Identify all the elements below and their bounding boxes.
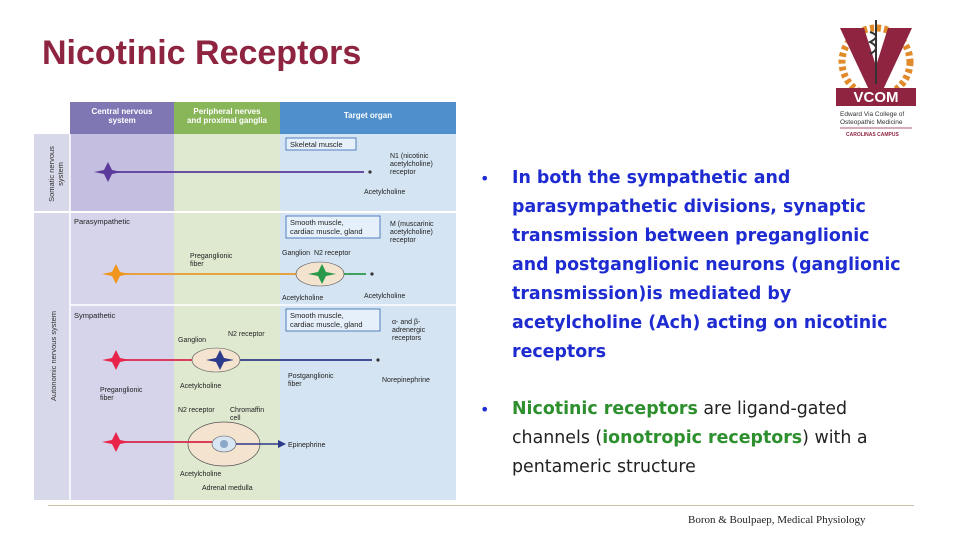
symp-transmitter2: Norepinephrine (382, 377, 430, 384)
adrenal-receptor: N2 receptor (178, 407, 215, 414)
parasympathetic-label: Parasympathetic (74, 217, 130, 226)
logo-line2: Osteopathic Medicine (840, 119, 903, 126)
somatic-transmitter: Acetylcholine (364, 189, 405, 196)
bullet-2-highlight-1: Nicotinic receptors (512, 399, 698, 419)
adrenal-output: Epinephrine (288, 442, 325, 449)
symp-transmitter1: Acetylcholine (180, 383, 221, 390)
symp-target: Smooth muscle,cardiac muscle, gland (290, 311, 363, 329)
adrenal-organ: Adrenal medulla (202, 485, 253, 492)
row-header-autonomic: Autonomic nervous system (49, 311, 58, 401)
adrenal-transmitter: Acetylcholine (180, 471, 221, 478)
somatic-target: Skeletal muscle (290, 140, 343, 149)
bullet-2: • Nicotinic receptors are ligand-gated c… (480, 395, 910, 482)
sympathetic-label: Sympathetic (74, 311, 116, 320)
bullet-dot-icon: • (480, 400, 490, 419)
bullet-1-text: In both the sympathetic and parasympathe… (512, 168, 901, 362)
bullet-2-text-1: are ligand-gated channels ( (512, 399, 848, 448)
para-ganglion-receptor: N2 receptor (314, 250, 351, 257)
logo-abbrev: VCOM (854, 89, 899, 106)
slide-title: Nicotinic Receptors (42, 34, 362, 72)
bullet-1: • In both the sympathetic and parasympat… (480, 164, 910, 367)
bullet-2-text-2: ) with a pentameric structure (512, 428, 868, 477)
para-ganglion: Ganglion (282, 250, 310, 257)
col-header-target: Target organ (344, 111, 392, 120)
para-transmitter1: Acetylcholine (282, 295, 323, 302)
symp-ganglion-receptor: N2 receptor (228, 331, 265, 338)
para-target: Smooth muscle,cardiac muscle, gland (290, 218, 363, 236)
logo-line1: Edward Via College of (840, 111, 904, 118)
bullet-dot-icon: • (480, 169, 490, 188)
para-transmitter2: Acetylcholine (364, 293, 405, 300)
footer-rule (48, 505, 914, 506)
source-credit: Boron & Boulpaep, Medical Physiology (688, 514, 866, 526)
bullet-list: • In both the sympathetic and parasympat… (480, 164, 910, 510)
vcom-logo: VCOM Edward Via College of Osteopathic M… (836, 20, 916, 138)
symp-ganglion: Ganglion (178, 337, 206, 344)
row-header-somatic: Somatic nervoussystem (47, 146, 65, 202)
logo-campus: CAROLINAS CAMPUS (846, 132, 899, 138)
bullet-2-highlight-2: ionotropic receptors (602, 428, 803, 448)
